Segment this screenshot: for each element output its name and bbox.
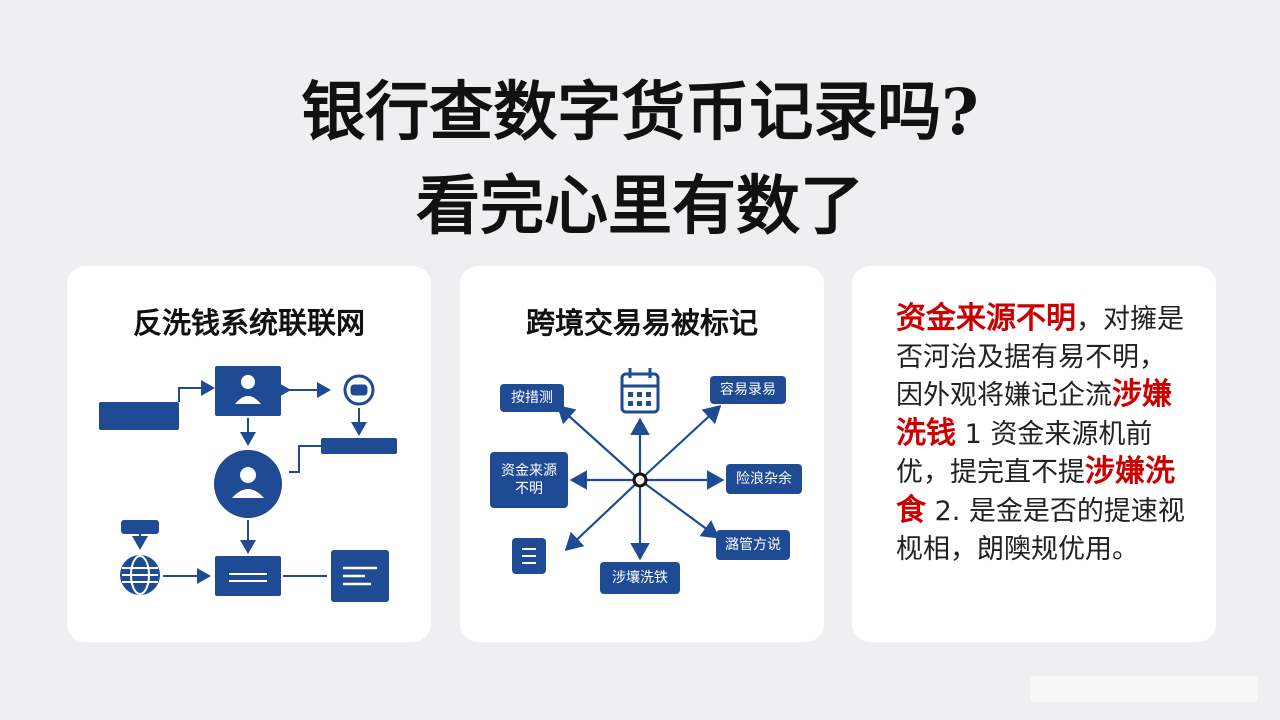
ray-top-left: [556, 405, 641, 481]
globe-icon: [120, 555, 160, 595]
center-hub: [632, 472, 648, 488]
bottom-center-box: [215, 556, 281, 596]
user-icon: [235, 375, 261, 404]
bar-node-left: [99, 402, 179, 430]
explanation-text: 资金来源不明，对擁是否河治及据有易不明，因外观将嫌记企流涉嫌洗钱 1 资金来源机…: [896, 300, 1186, 568]
node-top-left: 按措测: [500, 384, 564, 412]
card1-title: 反洗钱系统联联网: [132, 306, 365, 340]
card-aml-network: 反洗钱系统联联网: [67, 266, 431, 642]
bar-node-right: [321, 438, 397, 454]
card-explanation: 资金来源不明，对擁是否河治及据有易不明，因外观将嫌记企流涉嫌洗钱 1 资金来源机…: [852, 266, 1216, 642]
aml-network-diagram: [99, 366, 397, 602]
document-lines-icon: [343, 566, 377, 586]
node-top-right: 容易录易: [710, 376, 786, 404]
explanation-part-1: ，对擁是否河治及据有易不明，因外观将嫌记企流: [896, 304, 1184, 412]
card2-title: 跨境交易易被标记: [525, 306, 758, 340]
node-bottom-right: 潞管方说: [716, 530, 790, 560]
emphasis-source-unclear: 资金来源不明: [896, 301, 1076, 336]
card-cross-border: 跨境交易易被标记: [460, 266, 824, 642]
title-line-1: 银行查数字货币记录吗?: [301, 75, 979, 150]
transaction-star-diagram: [512, 368, 725, 574]
ray-bottom-left: [564, 479, 641, 552]
emphasis-money-laundering: 涉嫌洗钱: [896, 377, 1172, 451]
title-line-2: 看完心里有数了: [416, 169, 864, 244]
ray-bottom-right: [639, 479, 720, 539]
ray-top-right: [639, 405, 722, 481]
clipboard-icon: [512, 538, 546, 574]
explanation-part-2: 1 资金来源机前优，提完直不提: [896, 418, 1153, 489]
user-circle-icon: [232, 467, 264, 498]
page-title: 银行查数字货币记录吗? 看完心里有数了: [0, 66, 1280, 254]
calendar-icon: [620, 368, 660, 414]
node-mid-right: 险浪杂余: [726, 464, 802, 494]
node-mid-left: 资金来源不明: [490, 452, 568, 508]
explanation-part-3: 2. 是金是否的提速视枧相，朗隩规优用。: [896, 495, 1185, 565]
node-bottom: 涉壤洗铁: [600, 562, 680, 594]
central-user-node: [214, 450, 282, 518]
emphasis-money-laundering-2: 涉嫌洗食: [896, 454, 1175, 528]
small-bar-node: [121, 520, 159, 534]
user-box-node: [215, 366, 281, 416]
database-icon: [343, 374, 375, 406]
watermark-overlay: [1030, 676, 1258, 702]
